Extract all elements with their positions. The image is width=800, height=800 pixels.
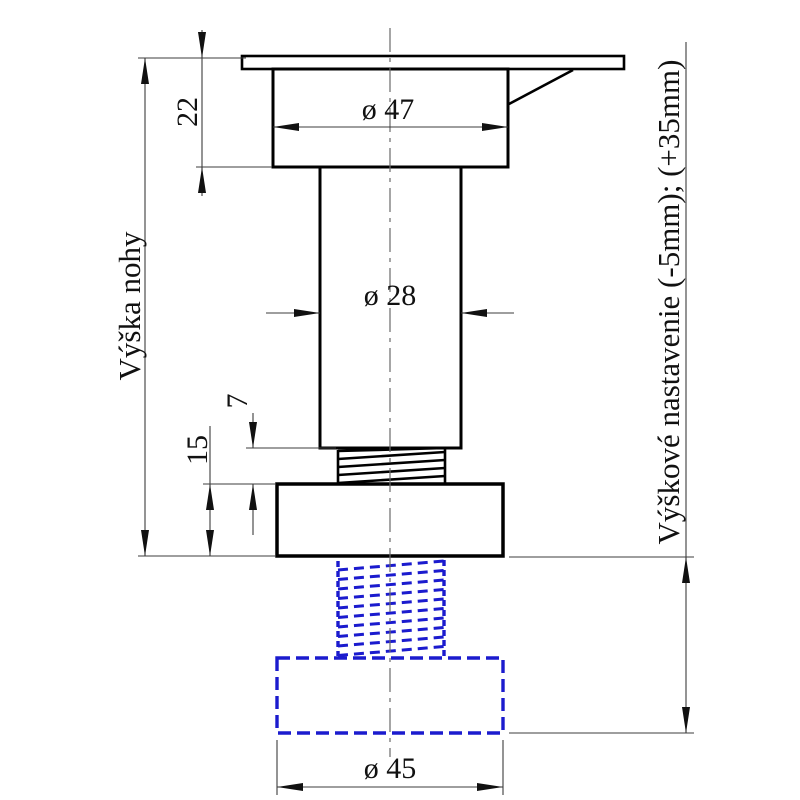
extended-position xyxy=(275,559,505,735)
dimension-arrows xyxy=(141,32,690,791)
dim-thread-gap: 7 xyxy=(221,394,254,409)
mounting-plate xyxy=(240,54,626,71)
dim-flange-height: 22 xyxy=(171,97,204,127)
solid-part xyxy=(240,54,626,558)
dim-nut-height: 15 xyxy=(181,435,214,465)
label-height-adjustment: Výškové nastavenie (-5mm); (+35mm) xyxy=(651,60,686,545)
label-leg-height: Výška nohy xyxy=(112,231,147,380)
dim-foot-diameter: ø 45 xyxy=(364,752,417,785)
extended-thread xyxy=(336,559,446,657)
extension-lines xyxy=(138,57,694,795)
dim-column-diameter: ø 28 xyxy=(364,279,417,312)
visible-thread xyxy=(336,446,447,485)
plate-brace-line xyxy=(508,68,574,106)
dim-flange-diameter: ø 47 xyxy=(362,93,415,126)
